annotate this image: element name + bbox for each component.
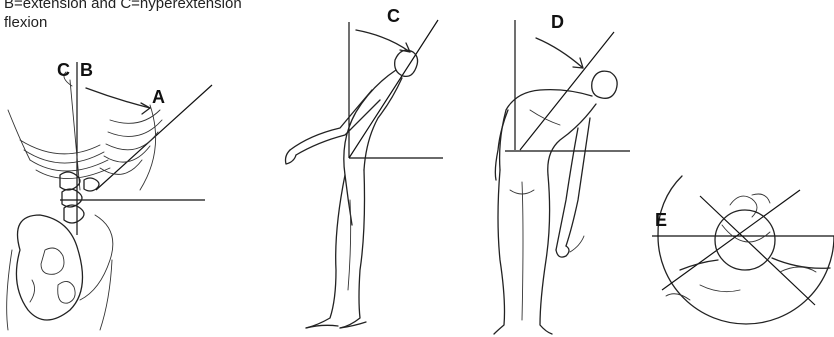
panel-rotation-top-view [652,176,834,324]
label-e: E [655,210,667,231]
panel-extension-figure [286,20,444,328]
lateral-arc [536,38,583,68]
rotation-diagonal-2 [662,190,800,290]
skeleton-angle-line-c [70,80,80,190]
arc-arrow-a [141,103,150,114]
panel-lateral-flexion-figure [494,20,630,334]
extension-arc [356,30,410,52]
rotation-head [715,210,775,270]
rotation-semicircle [658,236,834,324]
extension-head [395,50,418,76]
pelvis-outline [16,215,82,320]
label-d: D [551,12,564,33]
label-c-skeleton: C [57,60,70,81]
arc-b-to-a [86,88,150,108]
panel-skeleton [7,62,212,330]
extension-angle-line [349,20,438,158]
label-a: A [152,87,165,108]
label-c-extension: C [387,6,400,27]
lateral-head [592,71,617,98]
label-b: B [80,60,93,81]
